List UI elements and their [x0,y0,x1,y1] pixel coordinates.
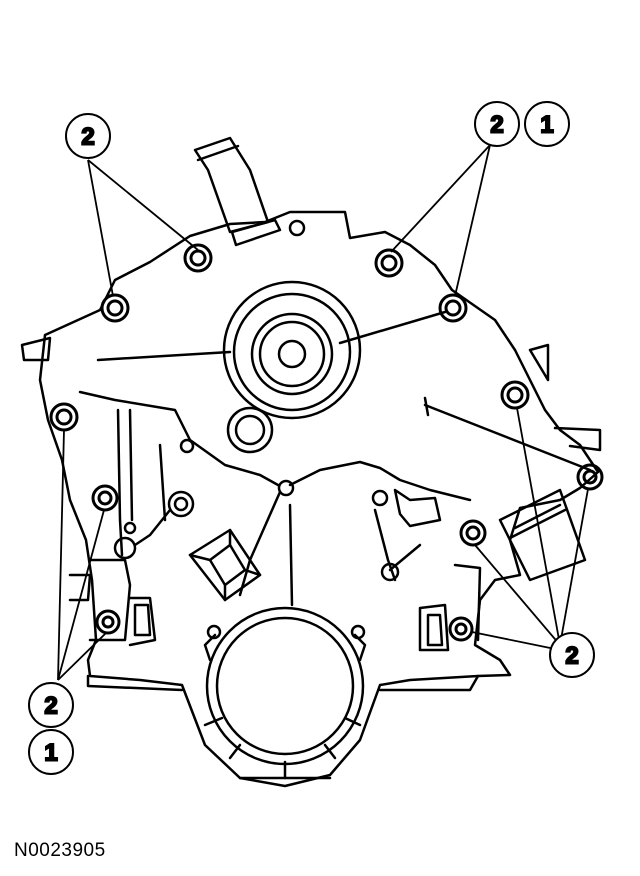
bolt-hole [459,519,487,547]
callout-top-right-1: 1 [524,101,570,147]
bolt-hole [183,243,213,273]
bolt-hole [91,484,119,512]
bolt-hole [95,609,121,635]
cover-outline [38,210,600,788]
bolt-hole [374,248,404,278]
leader-line [471,631,561,651]
callout-bottom-left-2: 2 [28,682,74,728]
leader-line [390,144,491,253]
left-flange [20,336,52,362]
leader-line [559,488,589,646]
bolt-hole [576,463,604,491]
leader-line [454,144,491,297]
svg-text:2: 2 [81,124,94,151]
pump-hub-outer [222,280,362,420]
bolt-hole [438,293,468,323]
leader-line [87,159,114,297]
callout-bottom-left-1: 1 [28,729,74,775]
leader-line [87,159,199,251]
leader-line [516,407,561,646]
callout-top-left-2: 2 [65,113,111,159]
svg-text:2: 2 [565,643,578,670]
bolt-hole [500,380,530,410]
callout-top-right-2: 2 [474,101,520,147]
water-outlet [193,136,270,234]
crank-seal-bore [205,606,365,766]
pump-hub-center [277,339,307,369]
bolt-hole [448,616,474,642]
figure-id: N0023905 [14,840,106,861]
svg-text:2: 2 [490,112,503,139]
svg-text:1: 1 [44,740,57,767]
leader-line [57,429,65,681]
right-flange [528,343,550,382]
leader-line [474,544,561,646]
small-port [226,406,274,454]
bolt-hole [49,402,79,432]
leader-line [57,509,105,681]
svg-text:1: 1 [540,112,553,139]
oil-pump-housing [498,488,587,582]
bolt-hole [100,293,130,323]
callout-bottom-right-2: 2 [549,632,595,678]
leader-line [57,632,107,681]
sensor-boss [167,490,195,518]
svg-text:2: 2 [44,693,57,720]
